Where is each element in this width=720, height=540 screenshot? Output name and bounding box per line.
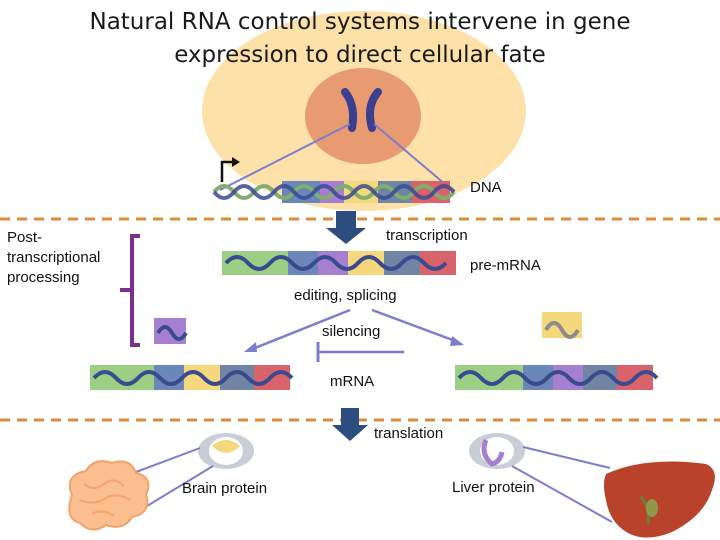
dna-label: DNA <box>470 179 502 196</box>
title-line-1: Natural RNA control systems intervene in… <box>89 9 631 35</box>
zoom-line-left <box>219 123 351 191</box>
brain-protein-label: Brain protein <box>182 480 268 497</box>
page-title: Natural RNA control systems intervene in… <box>60 6 660 72</box>
transcription-label: transcription <box>386 227 468 244</box>
translation-label: translation <box>374 425 444 442</box>
title-line-2: expression to direct cellular fate <box>174 42 546 68</box>
dna-strand <box>212 181 456 203</box>
post-transcriptional-label: Post- transcriptional processing <box>7 228 127 288</box>
liver-protein-label: Liver protein <box>452 479 535 496</box>
mrna-left <box>90 365 294 390</box>
splice-arrow-left-head <box>244 342 257 352</box>
translation-arrow-icon <box>332 408 368 441</box>
mrna-label: mRNA <box>330 373 375 390</box>
splice-arrow-left <box>249 308 351 352</box>
yellow-fragment <box>542 312 582 339</box>
silencing-label: silencing <box>322 323 381 340</box>
splice-arrow-right-head <box>450 336 464 346</box>
post-line-2: transcriptional <box>7 249 101 266</box>
transcription-arrow-icon <box>326 211 366 244</box>
chromosome-icon <box>341 88 382 132</box>
post-line-3: processing <box>7 269 80 286</box>
liver-icon <box>604 461 715 538</box>
editing-splicing-label: editing, splicing <box>294 287 397 304</box>
pre-mrna-strand <box>222 251 456 275</box>
bracket <box>120 234 140 347</box>
brain-icon <box>68 460 150 531</box>
promoter-arrow-head <box>232 157 240 167</box>
purple-fragment <box>154 318 188 344</box>
liver-protein-icon <box>469 433 525 469</box>
splice-arrow-right <box>371 308 459 344</box>
brain-protein-icon <box>198 433 254 469</box>
post-line-1: Post- <box>7 229 43 246</box>
promoter-arrow-icon <box>220 160 236 182</box>
pre-mrna-label: pre-mRNA <box>470 257 541 274</box>
mrna-right <box>455 365 659 390</box>
liver-connector-top <box>522 446 611 469</box>
zoom-line-right <box>373 123 453 191</box>
liver-connector-bottom <box>511 465 613 523</box>
